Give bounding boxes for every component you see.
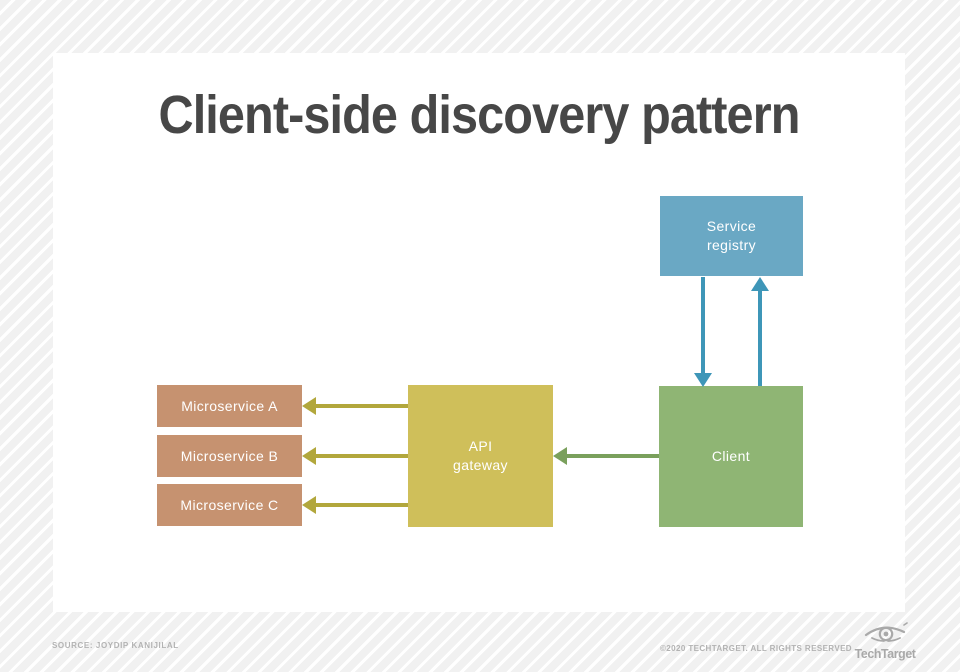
node-microservice-b: Microservice B: [157, 435, 302, 477]
page-title: Client-side discovery pattern: [158, 85, 801, 145]
techtarget-wordmark: TechTarget: [854, 646, 916, 661]
node-microservice-c: Microservice C: [157, 484, 302, 526]
node-service-registry-label: Service registry: [706, 218, 757, 253]
node-client-label: Client: [711, 448, 751, 465]
techtarget-eye-icon: [862, 621, 908, 648]
node-api-gateway: API gateway: [408, 385, 553, 527]
node-microservice-a-label: Microservice A: [181, 397, 278, 414]
node-api-gateway-label: API gateway: [453, 438, 508, 473]
node-microservice-a: Microservice A: [157, 385, 302, 427]
copyright-text: ©2020 TECHTARGET. ALL RIGHTS RESERVED: [660, 644, 852, 653]
node-service-registry: Service registry: [660, 196, 803, 276]
techtarget-logo: TechTarget: [855, 621, 916, 661]
node-microservice-c-label: Microservice C: [180, 496, 279, 513]
source-credit: SOURCE: JOYDIP KANIJILAL: [52, 641, 179, 650]
node-microservice-b-label: Microservice B: [180, 447, 279, 464]
node-client: Client: [659, 386, 803, 527]
